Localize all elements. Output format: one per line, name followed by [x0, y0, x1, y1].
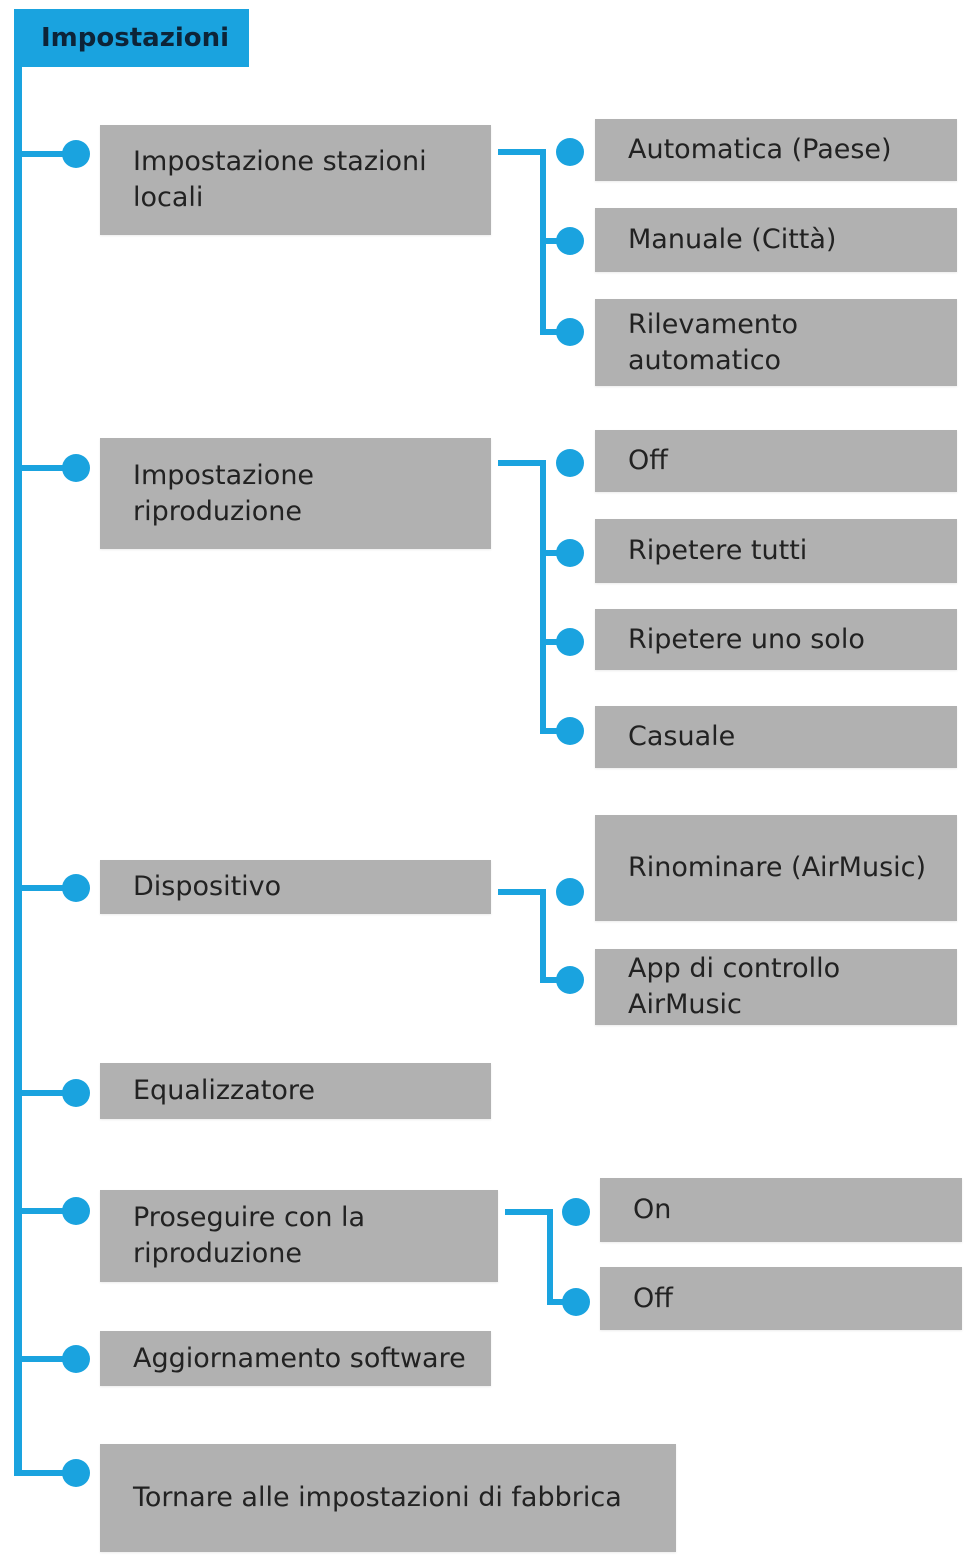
menu-item-playback-settings[interactable]: Impostazione riproduzione [100, 438, 491, 549]
option-on[interactable]: On [600, 1178, 962, 1242]
option-rename-airmusic[interactable]: Rinominare (AirMusic) [595, 815, 957, 921]
option-dot [556, 318, 584, 346]
branch-dot [62, 874, 90, 902]
branch-dot [62, 1345, 90, 1373]
branch-dot [62, 1197, 90, 1225]
option-off[interactable]: Off [600, 1267, 962, 1330]
branch-dot [62, 454, 90, 482]
option-dot [562, 1198, 590, 1226]
menu-item-equalizer[interactable]: Equalizzatore [100, 1063, 491, 1119]
option-dot [556, 539, 584, 567]
option-automatic-country[interactable]: Automatica (Paese) [595, 119, 957, 181]
option-dot [556, 138, 584, 166]
option-dot [562, 1288, 590, 1316]
sub-branch [540, 728, 570, 734]
branch-line [14, 151, 76, 157]
menu-item-factory-reset[interactable]: Tornare alle impostazioni di fabbrica [100, 1444, 676, 1552]
sub-branch [540, 550, 570, 556]
option-dot [556, 628, 584, 656]
sub-connector [498, 149, 546, 155]
branch-line [14, 1090, 76, 1096]
sub-branch [540, 238, 570, 244]
menu-title: Impostazioni [14, 9, 249, 67]
sub-trunk [547, 1209, 553, 1305]
sub-branch [540, 329, 570, 335]
branch-dot [62, 1459, 90, 1487]
sub-connector [498, 460, 546, 466]
branch-line [14, 1470, 76, 1476]
option-dot [556, 878, 584, 906]
menu-item-device[interactable]: Dispositivo [100, 860, 491, 914]
sub-connector [505, 1209, 553, 1215]
branch-dot [62, 140, 90, 168]
branch-dot [62, 1079, 90, 1107]
menu-item-resume-playback[interactable]: Proseguire con la riproduzione [100, 1190, 498, 1282]
option-repeat-one[interactable]: Ripetere uno solo [595, 609, 957, 670]
sub-connector [498, 889, 546, 895]
option-dot [556, 227, 584, 255]
option-repeat-all[interactable]: Ripetere tutti [595, 519, 957, 583]
option-shuffle[interactable]: Casuale [595, 706, 957, 768]
branch-line [14, 1208, 76, 1214]
option-manual-city[interactable]: Manuale (Città) [595, 208, 957, 272]
sub-trunk [540, 889, 546, 983]
option-airmusic-control-app[interactable]: App di controllo AirMusic [595, 949, 957, 1025]
branch-line [14, 1356, 76, 1362]
option-dot [556, 717, 584, 745]
option-dot [556, 966, 584, 994]
sub-branch [540, 639, 570, 645]
branch-line [14, 465, 76, 471]
option-dot [556, 449, 584, 477]
option-off[interactable]: Off [595, 430, 957, 492]
menu-item-local-stations[interactable]: Impostazione stazioni locali [100, 125, 491, 235]
main-trunk-line [14, 58, 22, 1476]
menu-item-software-update[interactable]: Aggiornamento software [100, 1331, 491, 1386]
option-auto-detect[interactable]: Rilevamento automatico [595, 299, 957, 386]
branch-line [14, 885, 76, 891]
sub-branch [540, 977, 570, 983]
sub-trunk [540, 460, 546, 734]
